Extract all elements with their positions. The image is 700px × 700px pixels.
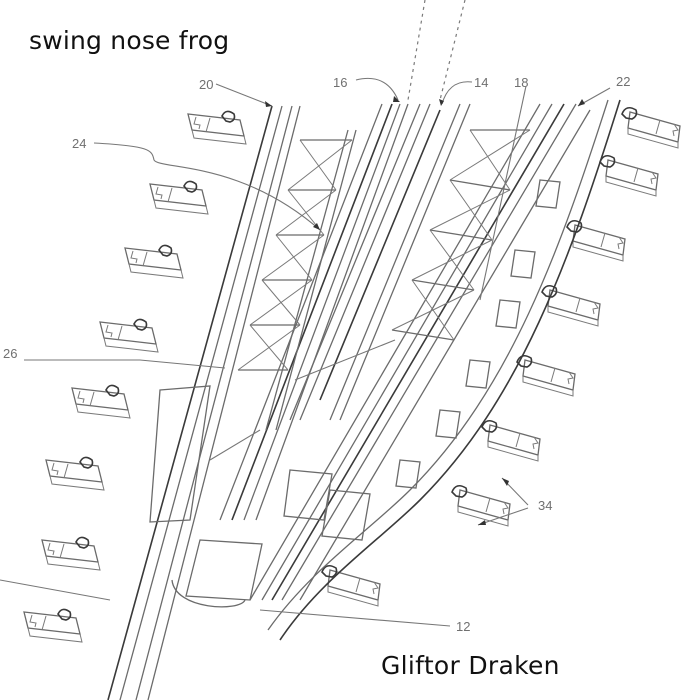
tie <box>599 154 659 197</box>
ref-16: 16 <box>333 75 347 90</box>
figure-title: swing nose frog <box>29 26 230 55</box>
tie <box>481 419 541 462</box>
ref-24: 24 <box>72 136 86 151</box>
tie <box>45 456 105 491</box>
ref-22: 22 <box>616 74 630 89</box>
leader-center <box>294 339 396 381</box>
tie <box>23 608 83 643</box>
heel-block <box>149 385 371 608</box>
swing-nose <box>289 103 471 421</box>
tie <box>621 106 681 149</box>
leader-14 <box>441 81 473 105</box>
chair-blocks <box>395 179 561 489</box>
tie <box>187 110 247 145</box>
arrowheads <box>265 96 585 525</box>
ref-20: 20 <box>199 77 213 92</box>
leader-heel <box>209 429 261 461</box>
ref-14: 14 <box>474 75 488 90</box>
left-ties <box>23 110 247 643</box>
leader-16 <box>355 78 399 101</box>
left-rail <box>107 105 301 700</box>
leader-18 <box>479 85 527 301</box>
author-credit: Gliftor Draken <box>381 651 560 680</box>
wing-rail-left <box>219 103 409 521</box>
tie <box>99 318 159 353</box>
tie <box>149 180 209 215</box>
tie <box>41 536 101 571</box>
reference-labels: 20 16 14 18 22 24 26 34 12 <box>3 74 630 634</box>
tie <box>566 219 626 262</box>
right-rail <box>267 99 621 641</box>
leader-24 <box>93 142 321 231</box>
leader-20 <box>215 83 273 107</box>
ref-34: 34 <box>538 498 552 513</box>
right-ties <box>321 106 681 607</box>
closure-rail-right <box>249 103 591 601</box>
tie <box>321 564 381 607</box>
leader-26 <box>24 359 226 369</box>
bracing-left <box>237 139 353 371</box>
tie <box>124 244 184 279</box>
ref-26: 26 <box>3 346 17 361</box>
leader-lines <box>0 78 611 627</box>
bracing-right <box>391 129 531 341</box>
leader-12 <box>259 609 451 627</box>
ref-18: 18 <box>514 75 528 90</box>
tie <box>541 284 601 327</box>
tie <box>451 484 511 527</box>
tie <box>71 384 131 419</box>
leader-left-edge <box>0 579 111 601</box>
ref-12: 12 <box>456 619 470 634</box>
leader-34b <box>477 507 529 526</box>
centerlines <box>407 0 466 101</box>
tie <box>516 354 576 397</box>
